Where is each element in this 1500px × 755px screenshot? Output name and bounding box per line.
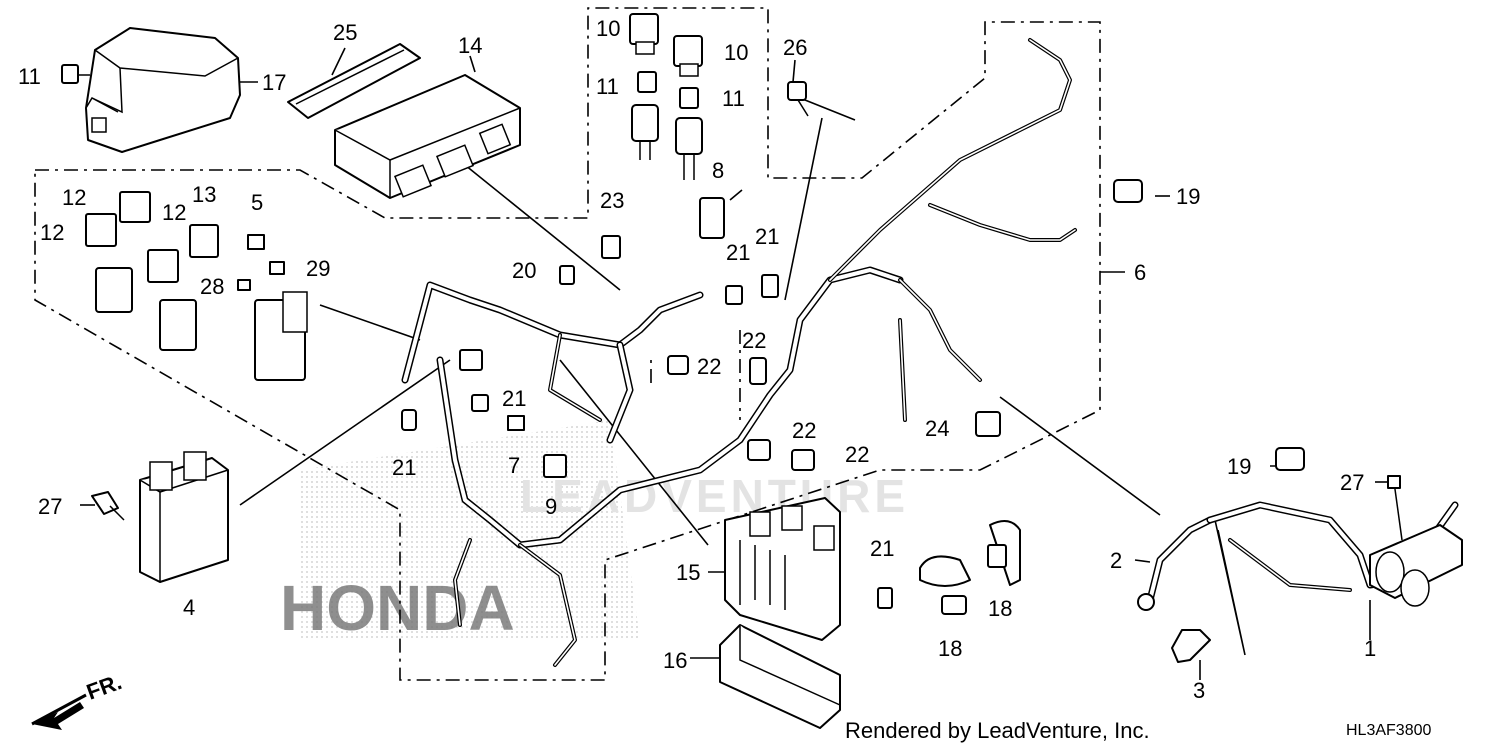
callout-24: 24 [925, 416, 949, 441]
band-part-18-a [919, 555, 971, 615]
callout-4: 4 [183, 595, 195, 620]
callout-19-bottom: 19 [1227, 454, 1251, 479]
callout-18-a: 18 [938, 636, 962, 661]
clip-part-11-c [679, 87, 699, 109]
callout-22-c: 22 [792, 418, 816, 443]
fuse-part-5 [247, 234, 265, 250]
control-unit-part-4 [139, 451, 229, 583]
relay-part-12-b [85, 213, 117, 247]
strap-part-25 [287, 43, 421, 119]
callout-6: 6 [1134, 260, 1146, 285]
fuse-box-cover-part-16 [719, 624, 841, 729]
callout-27-right: 27 [1340, 470, 1364, 495]
relay-part-12-a [119, 191, 151, 223]
wire-harness-part-6 [401, 38, 1077, 667]
callout-22-a: 22 [697, 354, 721, 379]
callout-11-b: 11 [596, 74, 619, 99]
callout-17: 17 [262, 70, 286, 95]
diagram-code: HL3AF3800 [1346, 722, 1432, 739]
callout-11-c: 11 [722, 86, 745, 111]
callout-14: 14 [458, 33, 482, 58]
module-part-14 [334, 74, 521, 199]
fuse-box-part-15 [724, 497, 841, 641]
callout-16: 16 [663, 648, 687, 673]
cover-part-17 [85, 27, 241, 153]
callout-21-a: 21 [726, 240, 750, 265]
front-direction-arrow [31, 693, 87, 730]
callout-12-b: 12 [40, 220, 64, 245]
callout-18-b: 18 [988, 596, 1012, 621]
callout-29: 29 [306, 256, 330, 281]
callout-20: 20 [512, 258, 536, 283]
callout-21-e: 21 [870, 536, 894, 561]
callout-10-a: 10 [596, 16, 620, 41]
callout-25: 25 [333, 20, 357, 45]
callout-2: 2 [1110, 548, 1122, 573]
callout-12-a: 12 [62, 185, 86, 210]
relay-part-12-c [147, 249, 179, 283]
callout-19-top: 19 [1176, 184, 1200, 209]
callout-26: 26 [783, 35, 807, 60]
callouts: 11 17 25 14 10 10 11 11 8 23 26 19 6 12 … [18, 16, 1376, 703]
battery-cable-part-2 [1137, 516, 1214, 611]
cable-boot-part-3 [1171, 629, 1211, 663]
callout-7: 7 [508, 453, 520, 478]
render-credit: Rendered by LeadVenture, Inc. [845, 718, 1150, 743]
band-part-18-b [987, 520, 1021, 586]
callout-8: 8 [712, 158, 724, 183]
battery-cable-part-1 [1206, 475, 1463, 607]
callout-21-b: 21 [755, 224, 779, 249]
callout-27-left: 27 [38, 494, 62, 519]
callout-13: 13 [192, 182, 216, 207]
fuse-part-28 [237, 279, 251, 291]
harness-connectors [401, 81, 1305, 609]
fuse-part-29 [269, 261, 285, 275]
group-outlines [34, 7, 1101, 681]
relay-part-10-b [673, 35, 703, 77]
svg-text:HONDA: HONDA [280, 572, 515, 644]
bolt-part-27-left [91, 491, 125, 521]
relay-sockets-left [95, 267, 308, 381]
connector-group-top [631, 104, 703, 180]
callout-3: 3 [1193, 678, 1205, 703]
leadventure-watermark: LEADVENTURE [520, 470, 909, 522]
callout-10-b: 10 [724, 40, 748, 65]
callout-1: 1 [1364, 636, 1376, 661]
callout-28: 28 [200, 274, 224, 299]
relay-part-13 [189, 224, 219, 258]
callout-21-c: 21 [502, 386, 526, 411]
clip-part-11 [61, 64, 79, 84]
callout-11-topleft: 11 [18, 64, 41, 89]
callout-5: 5 [251, 190, 263, 215]
clip-part-11-b [637, 71, 657, 93]
callout-22-d: 22 [845, 442, 869, 467]
relay-part-10-a [629, 13, 659, 55]
callout-21-d: 21 [392, 455, 416, 480]
callout-9: 9 [545, 494, 557, 519]
callout-12-c: 12 [162, 200, 186, 225]
direction-label: FR. [83, 669, 125, 705]
callout-23: 23 [600, 188, 624, 213]
callout-15: 15 [676, 560, 700, 585]
leader-lines [72, 47, 1390, 680]
callout-22-b: 22 [742, 328, 766, 353]
